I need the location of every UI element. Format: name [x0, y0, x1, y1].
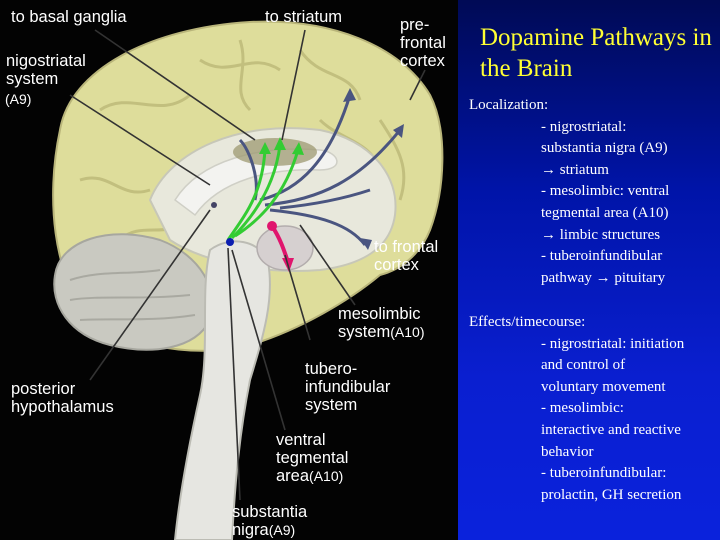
label-line: frontal	[400, 34, 446, 52]
localization-heading: Localization:	[469, 97, 549, 113]
list-item: - mesolimbic:	[541, 400, 624, 417]
list-item: → striatum	[541, 161, 609, 178]
label-to-basal-ganglia: to basal ganglia	[11, 8, 127, 26]
label-line: substantia	[232, 503, 308, 521]
striatum-target	[233, 138, 317, 166]
nigrostriatal-pathway	[226, 144, 300, 241]
list-item: tegmental area (A10)	[541, 204, 669, 221]
list-item: - nigrostriatal: initiation	[541, 335, 685, 352]
localization-section: Localization: - nigrostriatal: substanti…	[469, 95, 719, 289]
hypothalamus-dot	[211, 202, 217, 208]
mesolimbic-arrowheads	[343, 88, 404, 250]
list-item: substantia nigra (A9)	[541, 140, 668, 157]
label-line: cortex	[374, 256, 419, 274]
label-vta-code: (A10)	[309, 468, 344, 484]
label-line: area	[276, 467, 310, 485]
effects-heading: Effects/timecourse:	[469, 314, 586, 330]
effects-list: - nigrostriatal: initiation and control …	[469, 334, 719, 507]
slide-title: Dopamine Pathways in the Brain	[480, 24, 712, 82]
corpus-callosum	[173, 148, 338, 217]
label-nigrostriatal-code: (A9)	[5, 91, 32, 107]
label-nigrostriatal-system: nigostriatal system	[6, 52, 86, 88]
label-line: posterior	[11, 380, 76, 398]
label-line: mesolimbic	[338, 305, 421, 323]
list-item: pathway → pituitary	[541, 269, 666, 286]
label-line: nigostriatal	[6, 52, 86, 70]
label-line: tubero-	[305, 360, 358, 378]
label-line: to frontal	[374, 238, 439, 256]
brain-illustration	[52, 20, 444, 540]
list-item: - tuberoinfundibular	[541, 248, 663, 265]
list-item: prolactin, GH secretion	[541, 486, 682, 503]
list-item: behavior	[541, 443, 594, 460]
label-to-striatum: to striatum	[265, 8, 343, 26]
list-item: and control of	[541, 357, 626, 374]
vta-dot	[226, 238, 234, 246]
label-line: system	[6, 70, 59, 88]
list-item: interactive and reactive	[541, 421, 681, 438]
label-line: nigra	[232, 521, 269, 539]
label-ventral-tegmental-area: ventral tegmental area(A10)	[276, 431, 348, 486]
tubero-origin-dot	[267, 221, 277, 231]
list-item: - mesolimbic: ventral	[541, 183, 670, 200]
label-mesolimbic-code: (A10)	[390, 324, 425, 340]
label-line: system	[305, 396, 358, 414]
list-item: - tuberoinfundibular:	[541, 465, 667, 482]
label-line: hypothalamus	[11, 398, 114, 416]
label-prefrontal-cortex: pre- frontal cortex	[400, 16, 446, 70]
nigrostriatal-arrowheads	[259, 137, 304, 155]
list-item: - nigrostriatal:	[541, 118, 627, 135]
label-line: cortex	[400, 52, 445, 70]
label-posterior-hypothalamus: posterior hypothalamus	[11, 380, 114, 416]
label-line: infundibular	[305, 378, 391, 396]
brain-diagram: to basal ganglia to striatum pre- fronta…	[5, 8, 446, 540]
leader-lines	[69, 29, 426, 501]
label-substantia-code: (A9)	[268, 522, 296, 538]
label-substantia-nigra: substantia nigra(A9)	[232, 503, 307, 540]
label-mesolimbic-system: mesolimbic system(A10)	[338, 305, 425, 342]
label-line: system	[338, 323, 391, 341]
effects-section: Effects/timecourse: - nigrostriatal: ini…	[469, 312, 719, 506]
list-item: voluntary movement	[541, 378, 666, 395]
label-line: ventral	[276, 431, 326, 449]
label-tuberoinfundibular-system: tubero- infundibular system	[305, 360, 390, 414]
label-line: pre-	[400, 16, 430, 34]
list-item: → limbic structures	[541, 226, 661, 243]
label-line: tegmental	[276, 449, 349, 467]
text-panel: Dopamine Pathways in the Brain Localizat…	[458, 0, 720, 540]
label-to-frontal-cortex: to frontal cortex	[374, 238, 438, 274]
localization-list: - nigrostriatal: substantia nigra (A9) →…	[469, 117, 719, 290]
